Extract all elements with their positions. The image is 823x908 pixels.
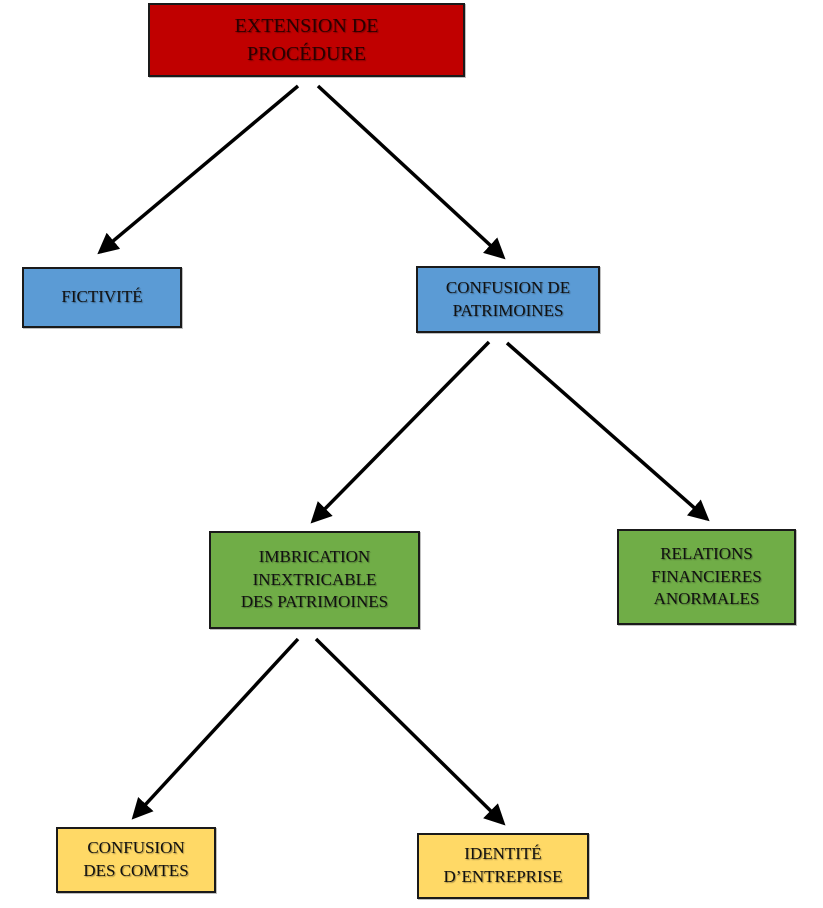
edge-confusion-patrimoines-to-relations bbox=[505, 341, 710, 522]
node-confusion-de-patrimoines: CONFUSION DE PATRIMOINES bbox=[416, 266, 600, 333]
node-label: IMBRICATION INEXTRICABLE DES PATRIMOINES bbox=[240, 546, 389, 612]
node-fictivite: FICTIVITÉ bbox=[22, 267, 182, 328]
node-identite-d-entreprise: IDENTITÉ D’ENTREPRISE bbox=[417, 833, 589, 899]
node-label: FICTIVITÉ bbox=[61, 287, 143, 307]
node-label: CONFUSION DES COMTES bbox=[83, 838, 189, 880]
node-label: EXTENSION DE PROCÉDURE bbox=[234, 15, 379, 65]
node-label: IDENTITÉ D’ENTREPRISE bbox=[443, 844, 563, 886]
node-label: RELATIONS FINANCIERES ANORMALES bbox=[651, 543, 762, 609]
edge-confusion-patrimoines-to-imbrication bbox=[310, 340, 491, 524]
edge-imbrication-to-identite bbox=[314, 637, 506, 826]
node-relations-financieres-anormales: RELATIONS FINANCIERES ANORMALES bbox=[617, 529, 796, 625]
node-extension-de-procedure: EXTENSION DE PROCÉDURE bbox=[148, 3, 465, 77]
node-label: CONFUSION DE PATRIMOINES bbox=[445, 277, 571, 320]
edge-imbrication-to-confusion-comptes bbox=[131, 637, 300, 820]
edge-root-to-confusion-patrimoines bbox=[316, 84, 506, 260]
node-confusion-des-comtes: CONFUSION DES COMTES bbox=[56, 827, 216, 893]
node-imbrication-inextricable: IMBRICATION INEXTRICABLE DES PATRIMOINES bbox=[209, 531, 420, 629]
edge-root-to-fictivite bbox=[97, 84, 300, 255]
